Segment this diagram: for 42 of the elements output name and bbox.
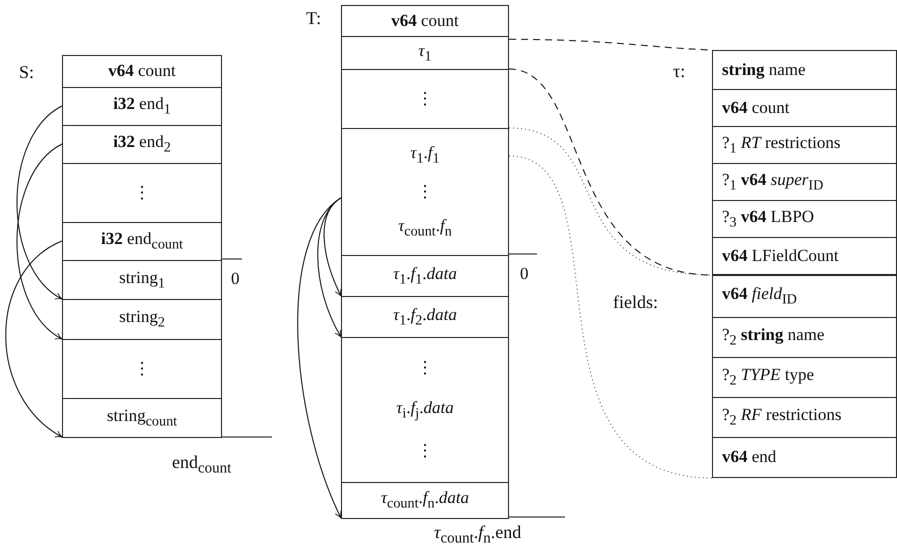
cell-text: string$_{2}$ [119,308,165,331]
cell-text: v64 count [722,98,790,118]
cell-text: string$_{1}$ [119,268,165,292]
cell-text: i32 end$_{1}$ [113,95,171,118]
cell-text: ⋮ [134,360,150,378]
cell-text: ?$_{1}$ RT restrictions [722,134,841,156]
cell-text: ⋮ [416,358,434,378]
cell-text: ⋮ [416,442,434,462]
cell-text: i32 end$_{count}$ [101,230,183,253]
table-heading: S: [19,62,34,83]
cell-text: τ$_{count}$.f$_{n}$ [398,216,452,240]
cell-text: ⋮ [134,184,150,202]
cell-text: ?$_{2}$ string name [722,326,824,349]
cell-text: v64 LFieldCount [722,246,839,266]
cell-text: ?$_{1}$ v64 super$_{ID}$ [722,170,824,194]
cell-text: ⋮ [416,90,434,108]
cell-text: ?$_{2}$ RF restrictions [722,406,842,429]
dashed-connector [508,128,712,276]
cell-text: v64 count [391,12,459,30]
cell-text: v64 end [722,448,776,467]
offset-label: 0 [520,264,528,284]
cell-text: τ$_{1}$.f$_{2}$.data [393,306,457,328]
cell-text: τ$_{i}$.f$_{j}$.data [396,398,454,422]
cell-text: ⋮ [416,182,434,202]
cell-text: string name [722,60,806,80]
dashed-connector [508,155,712,478]
end-offset-label: τ$_{count}$.f$_{n}$.end [434,522,522,548]
cell-text: string$_{count}$ [106,406,178,430]
cell-text: τ$_{count}$.f$_{n}$.data [380,489,470,512]
table-heading: τ: [673,61,686,82]
cell-text: v64 count [108,62,176,81]
cell-text: τ$_{1}$ [418,42,432,64]
cell-text: ?$_{3}$ v64 LBPO [722,208,814,230]
table-heading: fields: [613,292,658,313]
cell-text: ?$_{2}$ TYPE type [722,366,814,389]
cell-text: τ$_{1}$.f$_{1}$ [410,144,440,168]
cell-text: τ$_{1}$.f$_{1}$.data [393,264,457,288]
cell-text: v64 field$_{ID}$ [722,285,797,308]
end-offset-label: end$_{count}$ [172,452,232,478]
table-heading: T: [306,8,322,29]
cell-text: i32 end$_{2}$ [113,133,171,156]
offset-label: 0 [231,269,240,289]
